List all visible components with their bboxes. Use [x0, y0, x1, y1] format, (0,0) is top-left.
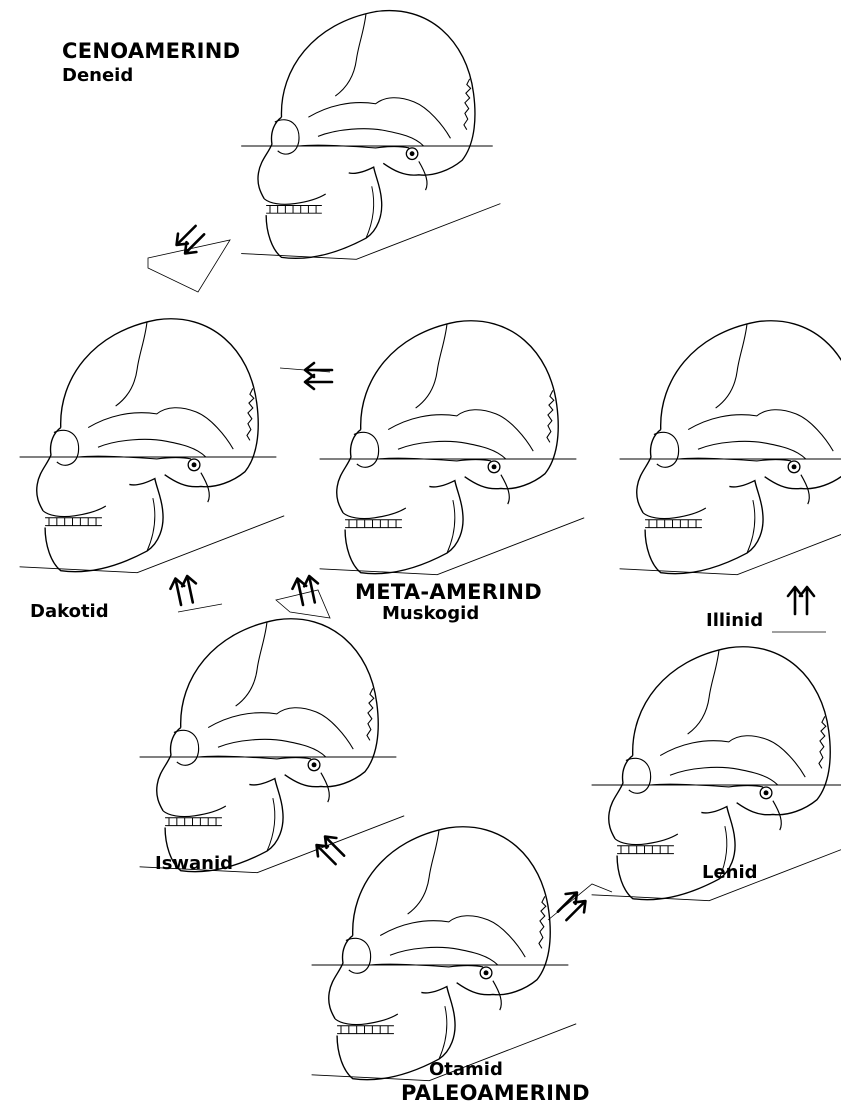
skull-otamid	[312, 827, 577, 1081]
type-label-muskogid: Muskogid	[382, 605, 479, 623]
group-label-metaamerind: META-AMERIND	[355, 582, 542, 603]
double-arrow-icon	[553, 888, 590, 925]
type-label-otamid: Otamid	[429, 1061, 503, 1079]
group-label-cenoamerind: CENOAMERIND	[62, 41, 240, 62]
double-arrow-icon	[172, 221, 209, 258]
skull-muskogid	[320, 321, 585, 575]
skull-iswanid	[140, 619, 405, 873]
skull-illinid	[620, 321, 841, 575]
type-label-illinid: Illinid	[706, 612, 763, 630]
type-label-iswanid: Iswanid	[155, 855, 233, 873]
skull-dakotid	[20, 319, 285, 573]
group-label-paleoamerind: PALEOAMERIND	[401, 1083, 590, 1104]
double-arrow-icon	[788, 587, 814, 614]
baseline-fragment	[178, 604, 222, 612]
double-arrow-icon	[169, 575, 200, 607]
type-label-dakotid: Dakotid	[30, 603, 109, 621]
double-arrow-icon	[305, 363, 332, 389]
skull-deneid	[241, 11, 500, 260]
double-arrow-icon	[312, 832, 349, 869]
type-label-deneid: Deneid	[62, 67, 133, 85]
type-label-lenid: Lenid	[702, 864, 758, 882]
